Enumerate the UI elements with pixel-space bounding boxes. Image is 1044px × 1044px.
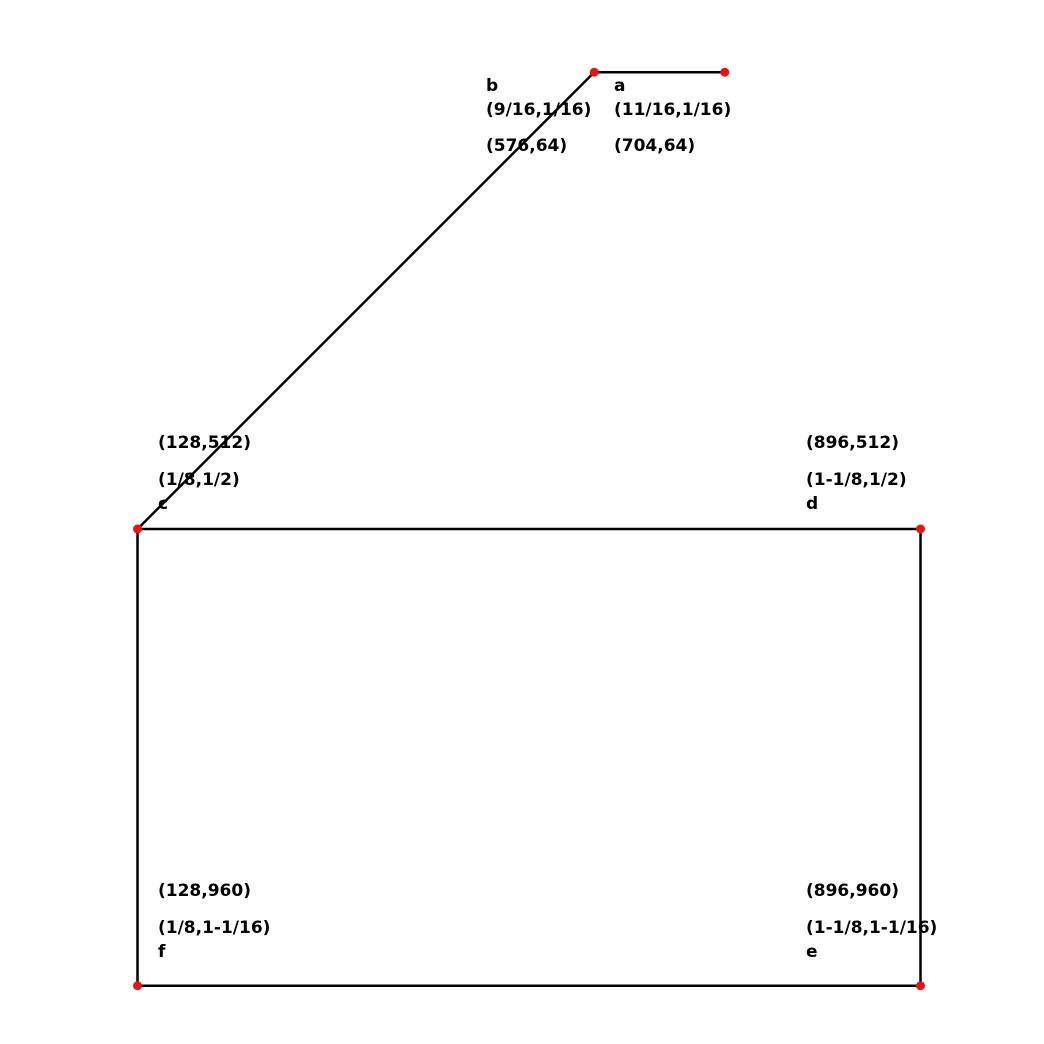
point-f-name: f: [158, 942, 166, 962]
point-a-fraction: (11/16,1/16): [614, 100, 731, 120]
edge-b-c: [136, 71, 596, 531]
point-a-coord: (704,64): [614, 136, 695, 156]
point-e-coord: (896,960): [806, 881, 899, 901]
point-b-name: b: [486, 76, 498, 96]
vertex-f: [133, 981, 142, 991]
labels-group: a (11/16,1/16) (704,64) b (9/16,1/16) (5…: [158, 76, 937, 962]
point-d-fraction: (1-1/8,1/2): [806, 470, 907, 490]
point-c-name: c: [158, 494, 168, 514]
point-b-fraction: (9/16,1/16): [486, 100, 591, 120]
vertex-c: [133, 524, 142, 534]
point-d-coord: (896,512): [806, 433, 899, 453]
vertex-d: [916, 524, 925, 534]
point-c-coord: (128,512): [158, 433, 251, 453]
point-e-name: e: [806, 942, 818, 962]
vertices-group: [133, 67, 925, 991]
vertex-a: [720, 67, 730, 77]
point-f-fraction: (1/8,1-1/16): [158, 918, 270, 938]
point-b-coord: (576,64): [486, 136, 567, 156]
point-a-name: a: [614, 76, 625, 96]
point-d-name: d: [806, 494, 818, 514]
edges-group: [136, 71, 922, 987]
vertex-b: [589, 67, 599, 77]
vertex-e: [916, 981, 925, 991]
point-c-fraction: (1/8,1/2): [158, 470, 240, 490]
point-f-coord: (128,960): [158, 881, 251, 901]
point-e-fraction: (1-1/8,1-1/16): [806, 918, 937, 938]
